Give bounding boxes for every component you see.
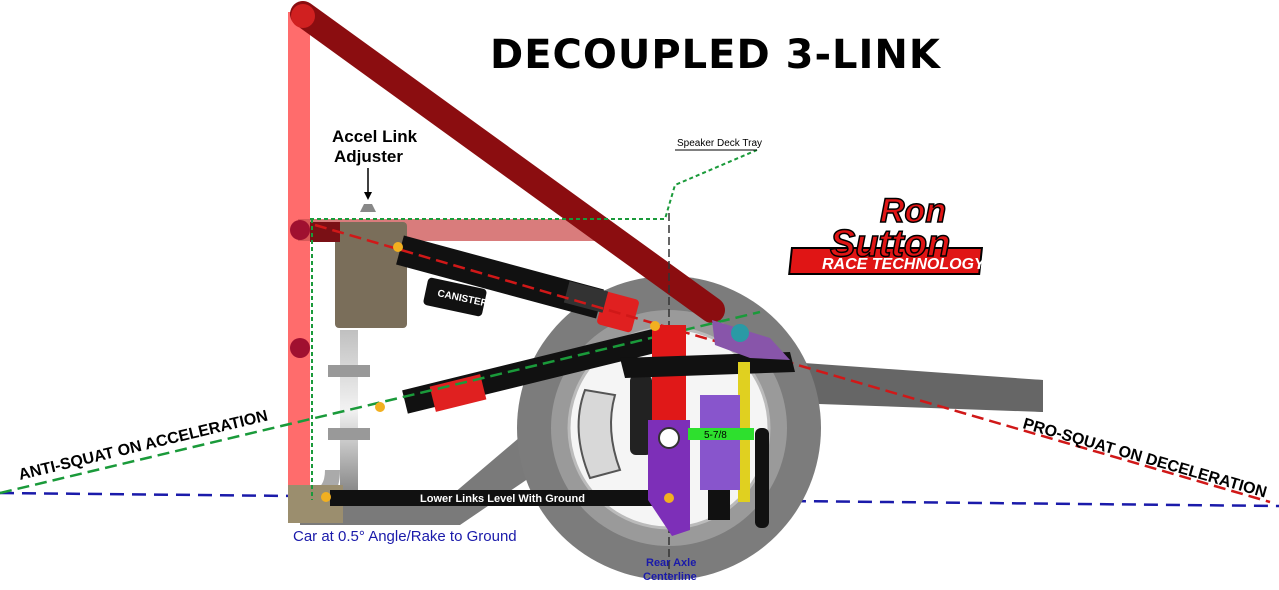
exhaust-pipe-vertical [340,330,358,490]
adjuster-knob-icon [360,204,376,212]
logo-line1: Ron [880,192,946,230]
pink-vertical-post [288,12,310,492]
axle-center-dot [658,427,680,449]
pipe-clamp-2 [328,428,370,440]
pipe-clamp-1 [328,365,370,377]
accel-adjuster-label-2: Adjuster [334,147,403,166]
axle-bracket-purple [648,420,690,536]
bellcrank-purple [712,320,790,360]
logo-line2: Sutton [830,223,950,265]
axle-centerline-label-1: Rear Axle [646,557,696,569]
diagonal-brace [290,1,725,323]
under-tube [300,420,585,525]
canister-body [423,277,487,317]
coilover-body [700,395,740,490]
bolt-lower-front [321,492,331,502]
logo-banner [788,247,984,275]
anti-squat-label: ANTI-SQUAT ON ACCELERATION [17,408,270,484]
lower-link [330,490,660,506]
link-bracket-plate [335,222,407,328]
pro-squat-label: PRO-SQUAT ON DECELERATION [1021,416,1269,502]
decel-link-end [563,281,609,313]
axle-housing [630,375,652,455]
ron-sutton-logo: Ron Sutton RACE TECHNOLOGY [788,191,986,275]
car-angle-label: Car at 0.5° Angle/Rake to Ground [293,528,517,545]
speaker-deck-outline [310,149,758,220]
bolt-accel-front [375,402,385,412]
shock-lower [708,490,730,520]
lower-links-label: Lower Links Level With Ground [420,493,585,505]
upper-arm [620,352,795,378]
bolt-decel-rear [650,321,660,331]
adjuster-arrow-head [364,192,372,200]
spring-dimension-label: 5-7/8 [704,430,727,441]
bolt-axle-lower [664,493,674,503]
speaker-deck-label: Speaker Deck Tray [677,138,762,149]
bolt-decel-front [393,242,403,252]
anti-squat-line [0,310,761,495]
logo-line3: RACE TECHNOLOGY [822,256,986,273]
brace-top-joint [291,4,315,28]
shock-right [755,428,769,528]
accel-adjuster-label-1: Accel Link [332,127,418,146]
upper-joint-left [290,220,310,240]
bellcrank-pivot [731,324,749,342]
mid-joint-left [290,338,310,358]
axle-centerline-label-2: Centerline [643,571,697,583]
diagram-title: DECOUPLED 3-LINK [490,32,942,78]
accel-link-spring [429,374,487,412]
spring-dimension-bar [688,428,754,440]
brake-caliper [577,388,622,480]
